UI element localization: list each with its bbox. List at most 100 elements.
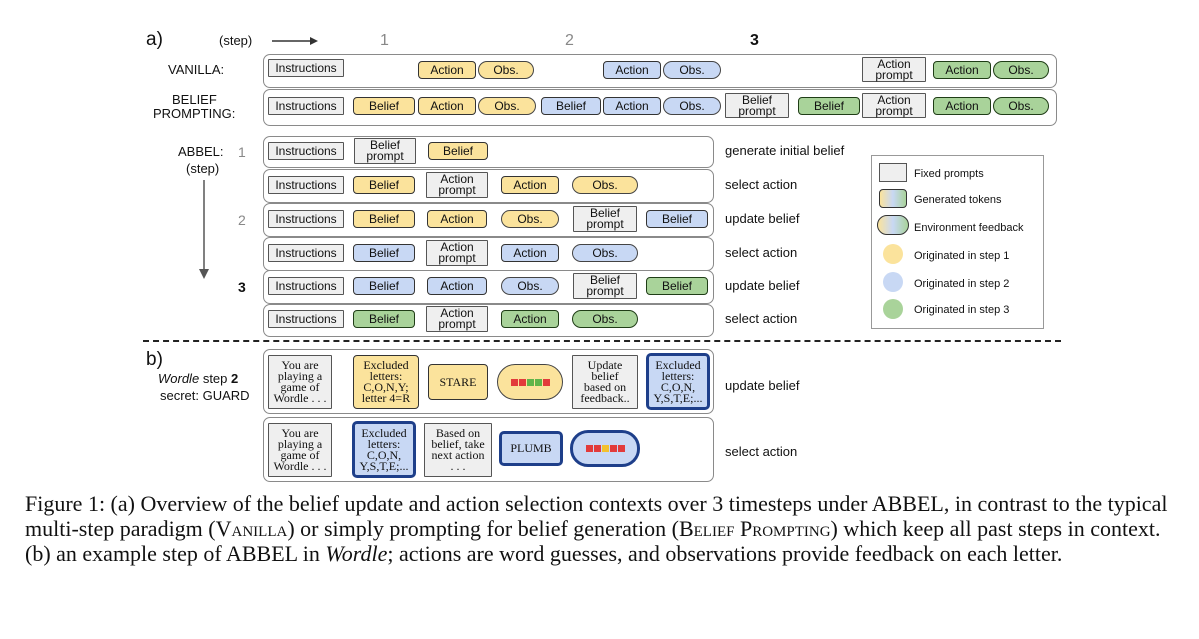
abbel-step-1: 1 — [238, 144, 246, 160]
abbel-r5-action-chip: Action — [427, 277, 487, 295]
step-number-3: 3 — [750, 32, 759, 49]
abbel-r3-action-chip: Action — [427, 210, 487, 228]
wordle-update-belief-row — [263, 349, 714, 414]
figure-caption: Figure 1: (a) Overview of the belief upd… — [25, 491, 1168, 566]
vanilla-obs-chip-1: Obs. — [478, 61, 534, 79]
abbel-r5-belief-chip-new: Belief — [646, 277, 708, 295]
feedback-square-grey — [593, 445, 601, 452]
bp-obs-chip-2: Obs. — [663, 97, 721, 115]
belief-prompting-label-line2: PROMPTING: — [153, 106, 236, 121]
abbel-r3-note: update belief — [725, 211, 800, 226]
step-arrow-icon — [272, 37, 318, 45]
feedback-square-green — [526, 378, 534, 386]
abbel-r3-belief-chip: Belief — [353, 210, 415, 228]
abbel-step-3: 3 — [238, 279, 246, 295]
abbel-r4-note: select action — [725, 245, 798, 260]
bp-instructions-chip: Instructions — [268, 97, 344, 115]
step-number-1: 1 — [380, 32, 389, 49]
abbel-r5-note: update belief — [725, 278, 800, 293]
panel-separator — [143, 340, 1061, 342]
wordle-r1-note: update belief — [725, 378, 800, 393]
legend-step3-label: Originated in step 3 — [914, 304, 1010, 316]
wordle-secret-label: secret: GUARD — [160, 388, 250, 403]
legend-feedback-swatch — [877, 215, 909, 235]
abbel-r4-belief-chip: Belief — [353, 244, 415, 262]
bp-obs-chip-3: Obs. — [993, 97, 1049, 115]
legend-feedback-label: Environment feedback — [914, 222, 1024, 234]
legend-step3-dot — [883, 299, 903, 319]
abbel-r3-obs-chip: Obs. — [501, 210, 559, 228]
vanilla-action-chip-1: Action — [418, 61, 476, 79]
abbel-r6-action-chip: Action — [501, 310, 559, 328]
wordle-r2-action-chip: PLUMB — [499, 431, 563, 466]
feedback-square-yellow — [601, 445, 609, 452]
abbel-r2-belief-chip: Belief — [353, 176, 415, 194]
legend — [871, 155, 1044, 329]
feedback-square-grey — [542, 378, 550, 386]
bp-action-chip-1: Action — [418, 97, 476, 115]
wordle-r2-note: select action — [725, 444, 798, 459]
vanilla-action-chip-3: Action — [933, 61, 991, 79]
abbel-r2-action-chip: Action — [501, 176, 559, 194]
vanilla-obs-chip-2: Obs. — [663, 61, 721, 79]
vanilla-label: VANILLA: — [168, 62, 225, 77]
abbel-row-3 — [263, 203, 714, 237]
legend-generated-label: Generated tokens — [914, 194, 1002, 206]
abbel-r2-instructions-chip: Instructions — [268, 176, 344, 194]
step-number-2: 2 — [565, 32, 574, 49]
legend-fixed-swatch — [879, 163, 907, 182]
abbel-r5-obs-chip: Obs. — [501, 277, 559, 295]
bp-action-chip-3: Action — [933, 97, 991, 115]
abbel-step-arrow-icon — [199, 180, 209, 279]
abbel-r4-obs-chip: Obs. — [572, 244, 638, 262]
vanilla-obs-chip-3: Obs. — [993, 61, 1049, 79]
abbel-r6-obs-chip: Obs. — [572, 310, 638, 328]
abbel-r6-belief-chip: Belief — [353, 310, 415, 328]
feedback-square-grey — [510, 378, 518, 386]
feedback-square-green — [534, 378, 542, 386]
feedback-square-grey — [617, 445, 625, 452]
abbel-step-2: 2 — [238, 212, 246, 228]
legend-generated-swatch — [879, 189, 907, 208]
panel-a-label: a) — [146, 29, 163, 50]
wordle-r2-feedback-chip — [570, 430, 640, 467]
abbel-r1-instructions-chip: Instructions — [268, 142, 344, 160]
abbel-r6-instructions-chip: Instructions — [268, 310, 344, 328]
feedback-square-grey — [518, 378, 526, 386]
abbel-r4-action-chip: Action — [501, 244, 559, 262]
bp-belief-chip-1: Belief — [353, 97, 415, 115]
abbel-r3-belief-chip-new: Belief — [646, 210, 708, 228]
wordle-r1-action-chip: STARE — [428, 364, 488, 400]
legend-step2-dot — [883, 272, 903, 292]
legend-step1-label: Originated in step 1 — [914, 250, 1010, 262]
bp-belief-chip-2: Belief — [541, 97, 601, 115]
step-axis-label: (step) — [219, 33, 253, 48]
abbel-r6-note: select action — [725, 311, 798, 326]
abbel-label: ABBEL: — [178, 144, 224, 159]
belief-prompting-label-line1: BELIEF — [172, 92, 217, 107]
wordle-step-label: Wordle step 2 — [158, 371, 239, 386]
legend-fixed-label: Fixed prompts — [914, 168, 984, 180]
bp-action-chip-2: Action — [603, 97, 661, 115]
bp-obs-chip-1: Obs. — [478, 97, 536, 115]
abbel-r1-note: generate initial belief — [725, 143, 845, 158]
abbel-r5-belief-chip: Belief — [353, 277, 415, 295]
abbel-step-axis-label: (step) — [186, 161, 220, 176]
feedback-square-grey — [609, 445, 617, 452]
abbel-r4-instructions-chip: Instructions — [268, 244, 344, 262]
